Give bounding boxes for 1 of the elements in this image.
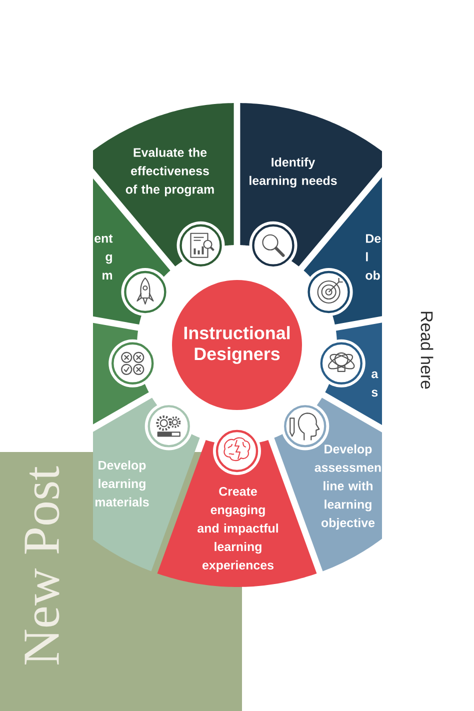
link-text: Read here <box>420 312 434 389</box>
